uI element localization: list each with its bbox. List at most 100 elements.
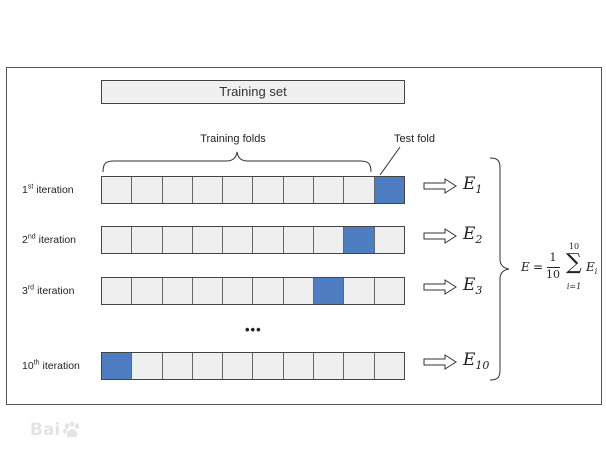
test-fold-pointer xyxy=(379,146,401,176)
training-fold-cell xyxy=(162,177,193,203)
training-fold-cell xyxy=(314,353,345,379)
test-fold-cell xyxy=(374,177,404,203)
training-fold-cell xyxy=(283,177,315,203)
iteration-number: 3 xyxy=(22,285,28,297)
sum-term: Ei xyxy=(586,260,598,276)
test-fold-cell xyxy=(314,278,345,304)
training-fold-cell xyxy=(344,353,375,379)
iteration-number: 1 xyxy=(22,184,28,196)
training-fold-cell xyxy=(132,353,163,379)
test-fold-cell xyxy=(102,353,133,379)
training-fold-cell xyxy=(253,177,284,203)
training-fold-cell xyxy=(344,177,375,203)
ordinal-suffix: th xyxy=(33,359,40,367)
test-fold-cell xyxy=(344,227,375,253)
error-label: E2 xyxy=(463,220,482,248)
error-subscript: 10 xyxy=(475,359,490,372)
training-fold-cell xyxy=(283,353,315,379)
training-fold-cell xyxy=(223,278,254,304)
fold-bar xyxy=(101,352,405,380)
error-subscript: 2 xyxy=(475,233,483,246)
training-fold-cell xyxy=(132,227,163,253)
sum-term-subscript: i xyxy=(594,267,598,276)
error-label: E1 xyxy=(463,170,482,198)
paw-icon xyxy=(63,421,80,438)
diagram-frame xyxy=(6,67,602,405)
error-symbol: E xyxy=(463,350,476,370)
training-fold-cell xyxy=(223,353,254,379)
error-subscript: 3 xyxy=(475,284,483,297)
formula-equals: = xyxy=(533,260,544,274)
arrow-icon xyxy=(423,178,457,194)
arrow-icon xyxy=(423,228,457,244)
ordinal-suffix: rd xyxy=(27,284,35,292)
training-set-box: Training set xyxy=(101,80,405,104)
training-fold-cell xyxy=(102,177,133,203)
training-fold-cell xyxy=(102,227,133,253)
sum-symbol: ∑ xyxy=(566,250,582,275)
iteration-number: 2 xyxy=(22,234,28,246)
error-symbol: E xyxy=(463,174,476,194)
training-folds-brace xyxy=(102,151,372,173)
sum-term-symbol: E xyxy=(586,260,595,274)
training-fold-cell xyxy=(223,227,254,253)
iteration-word: iteration xyxy=(38,234,76,246)
watermark: Bai xyxy=(30,418,82,442)
training-fold-cell xyxy=(283,278,315,304)
training-fold-cell xyxy=(192,177,224,203)
fraction-bar xyxy=(547,267,560,268)
training-fold-cell xyxy=(192,353,224,379)
training-fold-cell xyxy=(162,278,193,304)
iteration-word: iteration xyxy=(42,360,80,372)
fold-bar xyxy=(101,226,405,254)
training-fold-cell xyxy=(162,353,193,379)
training-folds-label: Training folds xyxy=(200,133,266,145)
training-fold-cell xyxy=(374,227,404,253)
average-error-formula: E = 1 10 10 ∑ i=1 Ei xyxy=(518,240,602,296)
fraction-denominator: 10 xyxy=(546,268,560,281)
arrow-icon xyxy=(423,354,457,370)
training-fold-cell xyxy=(283,227,315,253)
training-fold-cell xyxy=(253,227,284,253)
error-label: E3 xyxy=(463,271,482,299)
training-fold-cell xyxy=(253,353,284,379)
fold-bar xyxy=(101,277,405,305)
error-symbol: E xyxy=(463,275,476,295)
sum-upper-limit: 10 xyxy=(568,242,580,251)
training-fold-cell xyxy=(162,227,193,253)
training-fold-cell xyxy=(314,177,345,203)
training-fold-cell xyxy=(314,227,345,253)
test-fold-label: Test fold xyxy=(394,133,435,145)
ordinal-suffix: nd xyxy=(27,233,36,241)
summary-brace xyxy=(489,157,510,381)
watermark-prefix: Bai xyxy=(30,420,61,440)
fold-bar xyxy=(101,176,405,204)
training-fold-cell xyxy=(102,278,133,304)
formula-lhs: E xyxy=(521,260,530,274)
training-fold-cell xyxy=(223,177,254,203)
training-fold-cell xyxy=(132,278,163,304)
training-fold-cell xyxy=(344,278,375,304)
iteration-word: iteration xyxy=(37,285,75,297)
training-fold-cell xyxy=(132,177,163,203)
training-set-label: Training set xyxy=(219,84,287,99)
training-fold-cell xyxy=(192,278,224,304)
error-symbol: E xyxy=(463,224,476,244)
error-subscript: 1 xyxy=(475,183,483,196)
iteration-word: iteration xyxy=(36,184,74,196)
training-fold-cell xyxy=(374,278,404,304)
sum-lower-limit: i=1 xyxy=(566,282,582,291)
iteration-number: 10 xyxy=(22,360,34,372)
training-fold-cell xyxy=(253,278,284,304)
fraction-numerator: 1 xyxy=(549,251,557,264)
training-fold-cell xyxy=(192,227,224,253)
